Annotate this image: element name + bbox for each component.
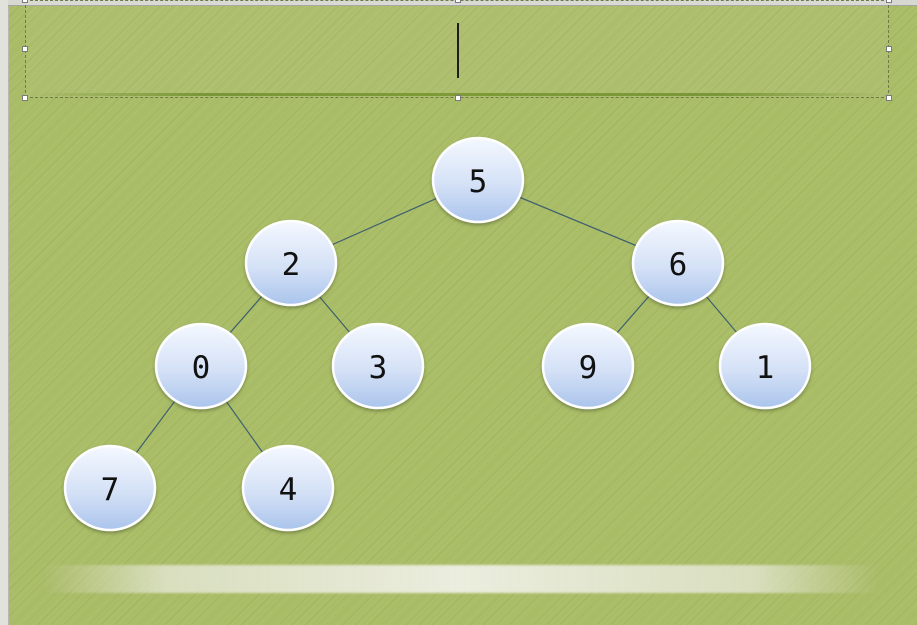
tree-node-circle[interactable] <box>244 219 338 307</box>
tree-node[interactable]: 4 <box>241 444 335 532</box>
tree-node[interactable]: 9 <box>541 322 635 410</box>
resize-handle-middle-right[interactable] <box>886 46 892 52</box>
tree-node-circle[interactable] <box>431 136 525 224</box>
tree-node-circle[interactable] <box>631 219 725 307</box>
tree-node[interactable]: 6 <box>631 219 725 307</box>
tree-node[interactable]: 1 <box>718 322 812 410</box>
resize-handle-bottom-middle[interactable] <box>455 95 461 101</box>
tree-node-label: 4 <box>279 472 298 508</box>
tree-node-label: 1 <box>756 350 775 386</box>
tree-node-circle[interactable] <box>241 444 335 532</box>
tree-node-circle[interactable] <box>718 322 812 410</box>
tree-node-label: 7 <box>101 472 120 508</box>
tree-node-label: 3 <box>369 350 388 386</box>
resize-handle-middle-left[interactable] <box>22 46 28 52</box>
resize-handle-bottom-right[interactable] <box>886 95 892 101</box>
footer-decoration-band <box>40 565 880 593</box>
tree-node[interactable]: 3 <box>331 322 425 410</box>
editor-top-strip <box>8 0 917 6</box>
tree-node-label: 9 <box>579 350 598 386</box>
tree-node[interactable]: 0 <box>154 322 248 410</box>
tree-nodes: 5 2 6 0 3 9 1 7 4 <box>63 136 812 532</box>
tree-node-label: 5 <box>469 164 488 200</box>
tree-node-circle[interactable] <box>63 444 157 532</box>
resize-handle-top-left[interactable] <box>22 0 28 3</box>
tree-node[interactable]: 5 <box>431 136 525 224</box>
resize-handle-top-middle[interactable] <box>455 0 461 3</box>
tree-node[interactable]: 2 <box>244 219 338 307</box>
tree-node[interactable]: 7 <box>63 444 157 532</box>
tree-node-label: 6 <box>669 247 688 283</box>
tree-node-circle[interactable] <box>154 322 248 410</box>
tree-node-label: 2 <box>282 247 301 283</box>
resize-handle-top-right[interactable] <box>886 0 892 3</box>
resize-handle-bottom-left[interactable] <box>22 95 28 101</box>
tree-node-circle[interactable] <box>331 322 425 410</box>
tree-node-circle[interactable] <box>541 322 635 410</box>
editor-left-margin <box>0 0 9 625</box>
title-underline-decoration <box>30 93 888 96</box>
text-cursor <box>457 23 459 78</box>
tree-node-label: 0 <box>192 350 211 386</box>
